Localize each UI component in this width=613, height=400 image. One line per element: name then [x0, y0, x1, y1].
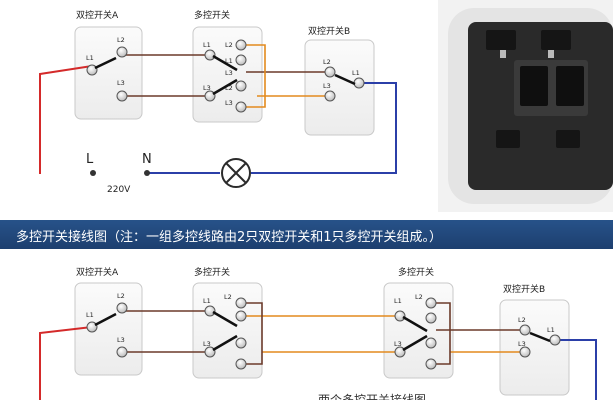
live-wire [39, 65, 93, 174]
terminal-label: L2 [518, 316, 526, 324]
supply-terminal [90, 170, 96, 176]
traveler-wire [430, 302, 451, 365]
terminal-screw [116, 90, 128, 102]
terminal-screw [204, 49, 216, 61]
switch-a-box [74, 282, 143, 376]
switch-a-title: 双控开关A [76, 266, 119, 278]
switch-a-title: 双控开关A [76, 9, 119, 21]
terminal-label: L2 [225, 41, 233, 49]
terminal-screw [425, 297, 437, 309]
terminal-label: L1 [547, 326, 555, 334]
terminal-label: L3 [323, 82, 331, 90]
switch-contact [529, 331, 551, 343]
terminal-label: L2 [323, 58, 331, 66]
terminal-label: L2 [415, 293, 423, 301]
terminal-label: L3 [203, 84, 211, 92]
terminal-screw [86, 321, 98, 333]
terminal-screw [235, 337, 247, 349]
switch-contact [94, 56, 117, 70]
terminal-label: L3 [117, 79, 125, 87]
terminal-screw [425, 358, 437, 370]
terminal-label: L1 [394, 297, 402, 305]
terminal-screw [204, 305, 216, 317]
live-wire [39, 326, 93, 400]
terminal-label: L1 [225, 57, 233, 65]
terminal-screw [519, 324, 531, 336]
switch-b-box [304, 39, 375, 136]
supply-terminal [144, 170, 150, 176]
terminal-screw [235, 39, 247, 51]
terminal-label: L1 [352, 69, 360, 77]
switch-contact [212, 54, 238, 72]
switch-contact [94, 312, 117, 327]
switch-contact [334, 73, 356, 86]
terminal-screw [235, 54, 247, 66]
switch-contact [212, 334, 238, 352]
switch-b-box [499, 299, 570, 396]
terminal-screw [549, 334, 561, 346]
terminal-label: L1 [86, 54, 94, 62]
terminal-screw [116, 46, 128, 58]
multi-switch-title: 多控开关 [194, 266, 230, 278]
neutral-wire [555, 339, 597, 400]
terminal-screw [394, 346, 406, 358]
terminal-label: L2 [224, 293, 232, 301]
switch-back-photo [438, 0, 613, 212]
terminal-label: L2 [225, 84, 233, 92]
switch-contact [212, 310, 238, 328]
terminal-screw [204, 90, 216, 102]
switch-contact [402, 334, 428, 352]
switch-b-title: 双控开关B [308, 25, 350, 37]
terminal-screw [235, 297, 247, 309]
terminal-screw [324, 66, 336, 78]
terminal-label: L3 [225, 99, 233, 107]
multi-switch-title: 多控开关 [398, 266, 434, 278]
terminal-label: L3 [518, 340, 526, 348]
traveler-wire [237, 44, 266, 108]
neutral-label: N [142, 152, 152, 167]
terminal-label: L1 [86, 311, 94, 319]
switch-a-box [74, 26, 143, 120]
terminal-screw [235, 101, 247, 113]
switch-contact [402, 315, 428, 333]
lamp-icon [221, 158, 251, 188]
multi-switch-title: 多控开关 [194, 9, 230, 21]
terminal-label: L2 [117, 292, 125, 300]
terminal-screw [235, 358, 247, 370]
terminal-screw [235, 310, 247, 322]
traveler-wire [237, 302, 263, 365]
terminal-screw [116, 346, 128, 358]
terminal-label: L2 [117, 36, 125, 44]
terminal-label: L1 [203, 41, 211, 49]
terminal-screw [394, 310, 406, 322]
terminal-label: L3 [394, 340, 402, 348]
terminal-label: L3 [117, 336, 125, 344]
terminal-screw [324, 90, 336, 102]
terminal-label: L1 [203, 297, 211, 305]
switch-contact [212, 78, 238, 96]
switch-b-title: 双控开关B [503, 283, 545, 295]
terminal-screw [353, 77, 365, 89]
caption-banner: 多控开关接线图（注：一组多控线路由2只双控开关和1只多控开关组成。） [0, 220, 613, 249]
live-label: L [86, 152, 94, 167]
caption-text: 多控开关接线图（注：一组多控线路由2只双控开关和1只多控开关组成。） [16, 230, 443, 245]
terminal-screw [425, 312, 437, 324]
voltage-label: 220V [107, 185, 131, 195]
lamp-return-wire [251, 82, 397, 174]
terminal-screw [204, 346, 216, 358]
terminal-screw [519, 346, 531, 358]
bottom-caption: 两个多控开关接线图 [318, 392, 426, 400]
terminal-screw [425, 337, 437, 349]
terminal-screw [235, 80, 247, 92]
terminal-screw [116, 302, 128, 314]
terminal-label: L3 [225, 69, 233, 77]
terminal-screw [86, 64, 98, 76]
terminal-label: L3 [203, 340, 211, 348]
